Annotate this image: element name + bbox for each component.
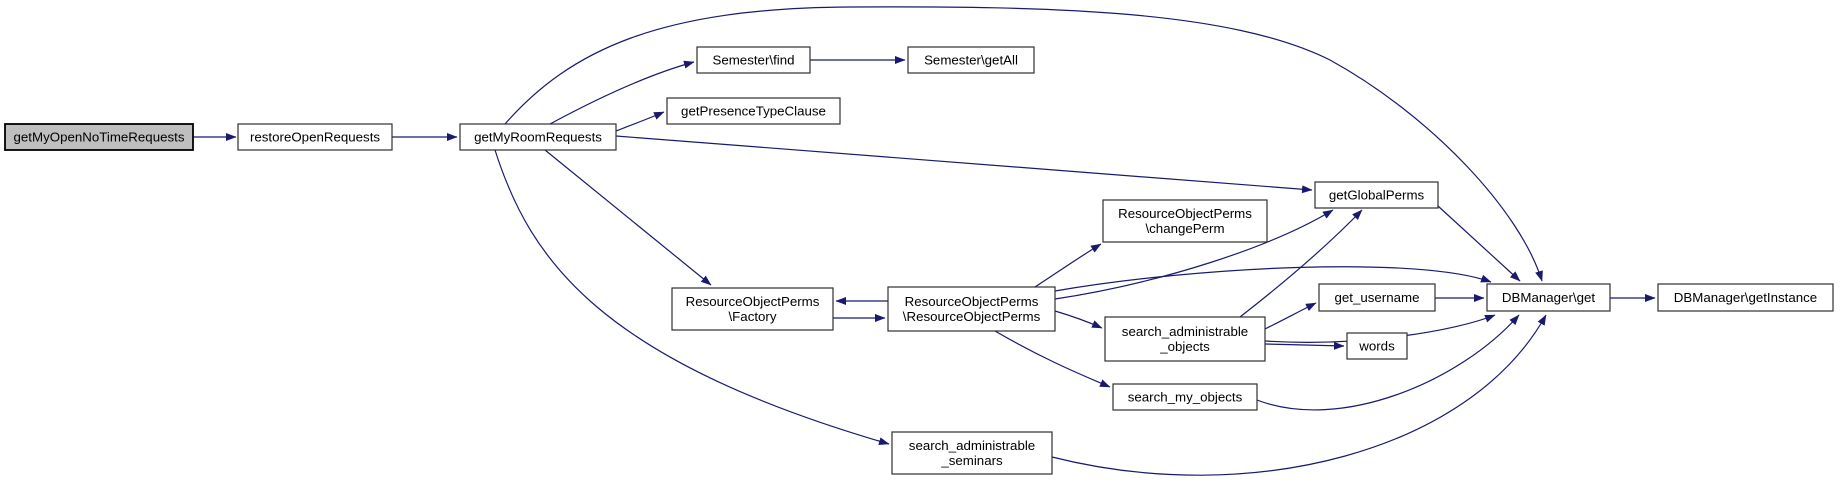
edge-get-my-room-requests-to-semester-find [549, 60, 695, 125]
node-search-administrable-objects[interactable]: search_administrable_objects [1104, 316, 1266, 362]
edges-layer [193, 6, 1656, 476]
node-label-db-manager-get-instance: DBManager\getInstance [1674, 290, 1817, 305]
node-db-manager-get[interactable]: DBManager\get [1486, 283, 1611, 312]
edge-get-global-perms-to-db-manager-get [1437, 205, 1521, 282]
node-box-get-username[interactable] [1318, 283, 1436, 312]
node-get-presence-type-clause[interactable]: getPresenceTypeClause [666, 97, 841, 125]
edge-search-administrable-objects-to-get-username [1264, 302, 1317, 330]
node-box-resource-object-perms-change-perm[interactable] [1102, 199, 1268, 243]
node-resource-object-perms-change-perm[interactable]: ResourceObjectPerms\changePerm [1102, 199, 1268, 243]
edge-get-my-room-requests-to-resource-object-perms-factory [544, 149, 712, 286]
node-get-my-open-no-time-requests: getMyOpenNoTimeRequests [4, 123, 194, 151]
node-semester-get-all[interactable]: Semester\getAll [907, 46, 1035, 74]
node-label-get-presence-type-clause: getPresenceTypeClause [681, 104, 826, 119]
node-get-username[interactable]: get_username [1318, 283, 1436, 312]
node-label-semester-get-all: Semester\getAll [924, 53, 1018, 68]
edge-get-my-room-requests-to-get-presence-type-clause [615, 111, 665, 132]
edge-get-my-room-requests-to-search-administrable-seminars [494, 149, 890, 446]
node-label-words: words [1358, 339, 1395, 354]
node-box-search-administrable-objects[interactable] [1104, 316, 1266, 362]
node-box-get-my-room-requests[interactable] [459, 123, 617, 151]
node-label-get-global-perms: getGlobalPerms [1329, 188, 1425, 203]
node-box-search-administrable-seminars[interactable] [891, 431, 1053, 475]
node-resource-object-perms-factory[interactable]: ResourceObjectPerms\Factory [671, 287, 834, 331]
node-box-get-presence-type-clause[interactable] [666, 97, 841, 125]
node-label-semester-find: Semester\find [712, 53, 794, 68]
node-semester-find[interactable]: Semester\find [696, 46, 811, 74]
node-label-resource-object-perms-change-perm: ResourceObjectPerms\changePerm [1118, 206, 1252, 236]
node-label-restore-open-requests: restoreOpenRequests [250, 130, 380, 145]
node-box-db-manager-get-instance[interactable] [1657, 283, 1834, 312]
edge-resource-object-perms-resource-object-perms-to-get-global-perms [1054, 209, 1334, 300]
node-db-manager-get-instance[interactable]: DBManager\getInstance [1657, 283, 1834, 312]
node-label-db-manager-get: DBManager\get [1502, 290, 1595, 305]
node-box-resource-object-perms-factory[interactable] [671, 287, 834, 331]
node-box-semester-find[interactable] [696, 46, 811, 74]
edge-search-administrable-objects-to-words [1264, 341, 1345, 350]
node-label-get-username: get_username [1334, 290, 1419, 305]
node-box-restore-open-requests[interactable] [237, 123, 393, 151]
node-label-search-administrable-objects: search_administrable_objects [1122, 324, 1248, 354]
node-label-resource-object-perms-factory: ResourceObjectPerms\Factory [686, 294, 820, 324]
edge-search-administrable-objects-to-get-global-perms [1239, 209, 1363, 318]
node-box-db-manager-get[interactable] [1486, 283, 1611, 312]
node-box-get-global-perms[interactable] [1314, 181, 1439, 209]
node-box-semester-get-all[interactable] [907, 46, 1035, 74]
node-label-resource-object-perms-resource-object-perms: ResourceObjectPerms\ResourceObjectPerms [903, 294, 1041, 324]
node-label-search-my-objects: search_my_objects [1128, 390, 1243, 405]
node-box-resource-object-perms-resource-object-perms[interactable] [887, 286, 1056, 332]
node-label-get-my-open-no-time-requests: getMyOpenNoTimeRequests [14, 130, 185, 145]
node-box-get-my-open-no-time-requests [4, 123, 194, 151]
node-get-global-perms[interactable]: getGlobalPerms [1314, 181, 1439, 209]
edge-resource-object-perms-resource-object-perms-to-resource-object-perms-change-perm [1034, 243, 1102, 288]
node-box-words[interactable] [1346, 332, 1408, 360]
node-label-search-administrable-seminars: search_administrable_seminars [909, 438, 1035, 468]
edge-get-my-room-requests-to-get-global-perms [615, 135, 1313, 194]
edge-resource-object-perms-resource-object-perms-to-search-administrable-objects [1054, 310, 1103, 329]
node-get-my-room-requests[interactable]: getMyRoomRequests [459, 123, 617, 151]
node-restore-open-requests[interactable]: restoreOpenRequests [237, 123, 393, 151]
node-label-get-my-room-requests: getMyRoomRequests [474, 130, 602, 145]
node-words[interactable]: words [1346, 332, 1408, 360]
node-box-search-my-objects[interactable] [1112, 383, 1258, 411]
nodes-layer: getMyOpenNoTimeRequests restoreOpenReques… [4, 46, 1834, 475]
edge-get-my-room-requests-to-db-manager-get [504, 6, 1543, 282]
edge-search-administrable-seminars-to-db-manager-get [1051, 314, 1547, 476]
node-resource-object-perms-resource-object-perms[interactable]: ResourceObjectPerms\ResourceObjectPerms [887, 286, 1056, 332]
node-search-administrable-seminars[interactable]: search_administrable_seminars [891, 431, 1053, 475]
edge-search-my-objects-to-db-manager-get [1256, 314, 1520, 411]
node-search-my-objects[interactable]: search_my_objects [1112, 383, 1258, 411]
edge-resource-object-perms-resource-object-perms-to-search-my-objects [994, 330, 1111, 388]
